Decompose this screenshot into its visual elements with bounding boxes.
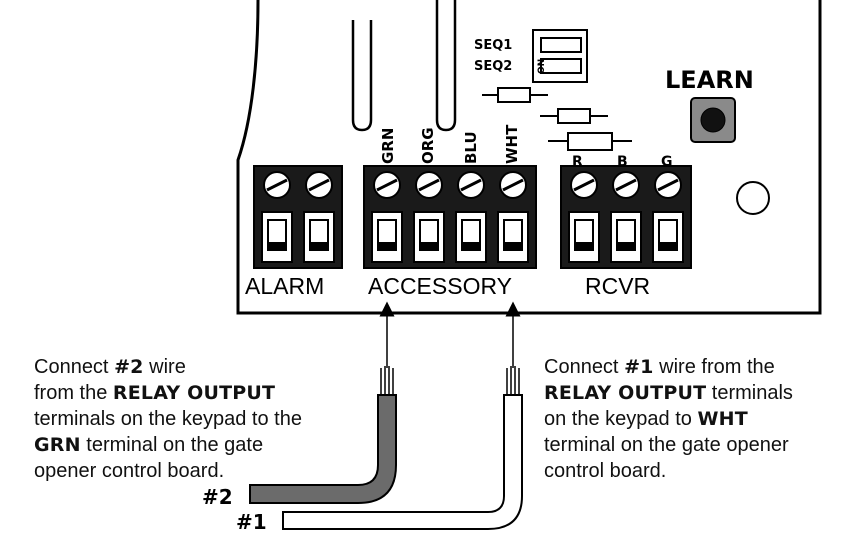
learn-label: LEARN (665, 66, 754, 94)
wire-label-grn: GRN (379, 128, 397, 164)
terminal-rcvr-2[interactable] (610, 171, 642, 263)
rcvr-label-b: B (617, 154, 628, 170)
terminal-rcvr-3[interactable] (652, 171, 684, 263)
group-label-accessory: ACCESSORY (368, 273, 512, 299)
rcvr-label-r: R (572, 154, 583, 170)
learn-button[interactable] (690, 97, 736, 143)
terminal-alarm-2[interactable] (303, 171, 335, 263)
terminal-accessory-4[interactable] (497, 171, 529, 263)
caption-wire-2: Connect #2 wire from the RELAY OUTPUT te… (34, 356, 302, 482)
wire-1-label: #1 (236, 510, 267, 534)
terminal-alarm-1[interactable] (261, 171, 293, 263)
mounting-hole (736, 181, 770, 215)
terminal-accessory-3[interactable] (455, 171, 487, 263)
wire-1 (282, 366, 523, 530)
terminal-accessory-1[interactable] (371, 171, 403, 263)
terminal-rcvr-1[interactable] (568, 171, 600, 263)
terminal-block-rcvr (560, 165, 692, 269)
terminal-accessory-2[interactable] (413, 171, 445, 263)
wire-label-blu: BLU (462, 131, 480, 164)
group-label-rcvr: RCVR (585, 273, 650, 299)
group-label-alarm: ALARM (245, 273, 324, 299)
caption-wire-1: Connect #1 wire from the RELAY OUTPUT te… (544, 356, 793, 482)
terminal-block-alarm (253, 165, 343, 269)
switch-on-label: ON (537, 59, 547, 74)
wire-label-org: ORG (419, 127, 437, 164)
seq1-label: SEQ1 (474, 38, 512, 53)
dip-switch[interactable] (532, 29, 588, 83)
rcvr-label-g: G (661, 154, 673, 170)
wire-label-wht: WHT (503, 124, 521, 164)
wire-2-label: #2 (202, 485, 233, 509)
terminal-block-accessory (363, 165, 537, 269)
resistors (482, 87, 632, 151)
seq2-label: SEQ2 (474, 59, 512, 74)
board-top-wires (351, 0, 457, 132)
wire-2 (249, 366, 397, 504)
